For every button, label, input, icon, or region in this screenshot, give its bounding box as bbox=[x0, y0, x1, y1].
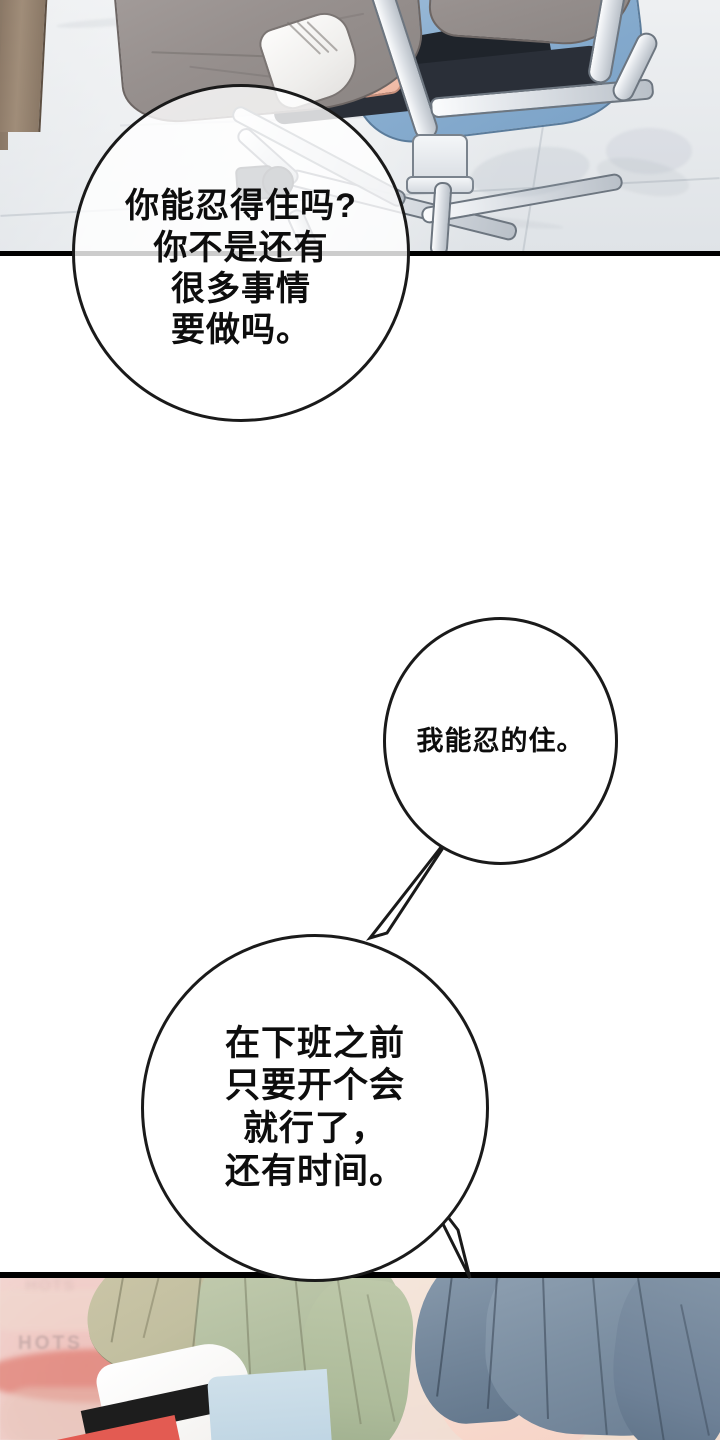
panel-two-characters-closeup: HOTS HOTS bbox=[0, 1275, 720, 1440]
bubble-text: 你能忍得住吗? 你不是还有 很多事情 要做吗。 bbox=[125, 187, 357, 350]
speech-bubble-thought[interactable]: 在下班之前 只要开个会 就行了， 还有时间。 bbox=[141, 934, 489, 1282]
speech-bubble-reply[interactable]: 我能忍的住。 bbox=[383, 617, 618, 865]
left-character-shirt-collar-shadow bbox=[207, 1368, 333, 1440]
bubble-outline bbox=[72, 84, 410, 422]
bubble-outline bbox=[141, 934, 489, 1282]
desk-leg bbox=[0, 0, 48, 132]
floor-reflection bbox=[606, 128, 692, 174]
speech-bubble-question[interactable]: 你能忍得住吗? 你不是还有 很多事情 要做吗。 bbox=[72, 84, 410, 422]
bubble-outline bbox=[383, 617, 618, 865]
bubble-text: 我能忍的住。 bbox=[416, 725, 585, 756]
background-sign-text-faint: HOTS bbox=[26, 1277, 76, 1294]
bubble-text: 在下班之前 只要开个会 就行了， 还有时间。 bbox=[224, 1023, 405, 1191]
background-sign-text: HOTS bbox=[18, 1333, 83, 1354]
